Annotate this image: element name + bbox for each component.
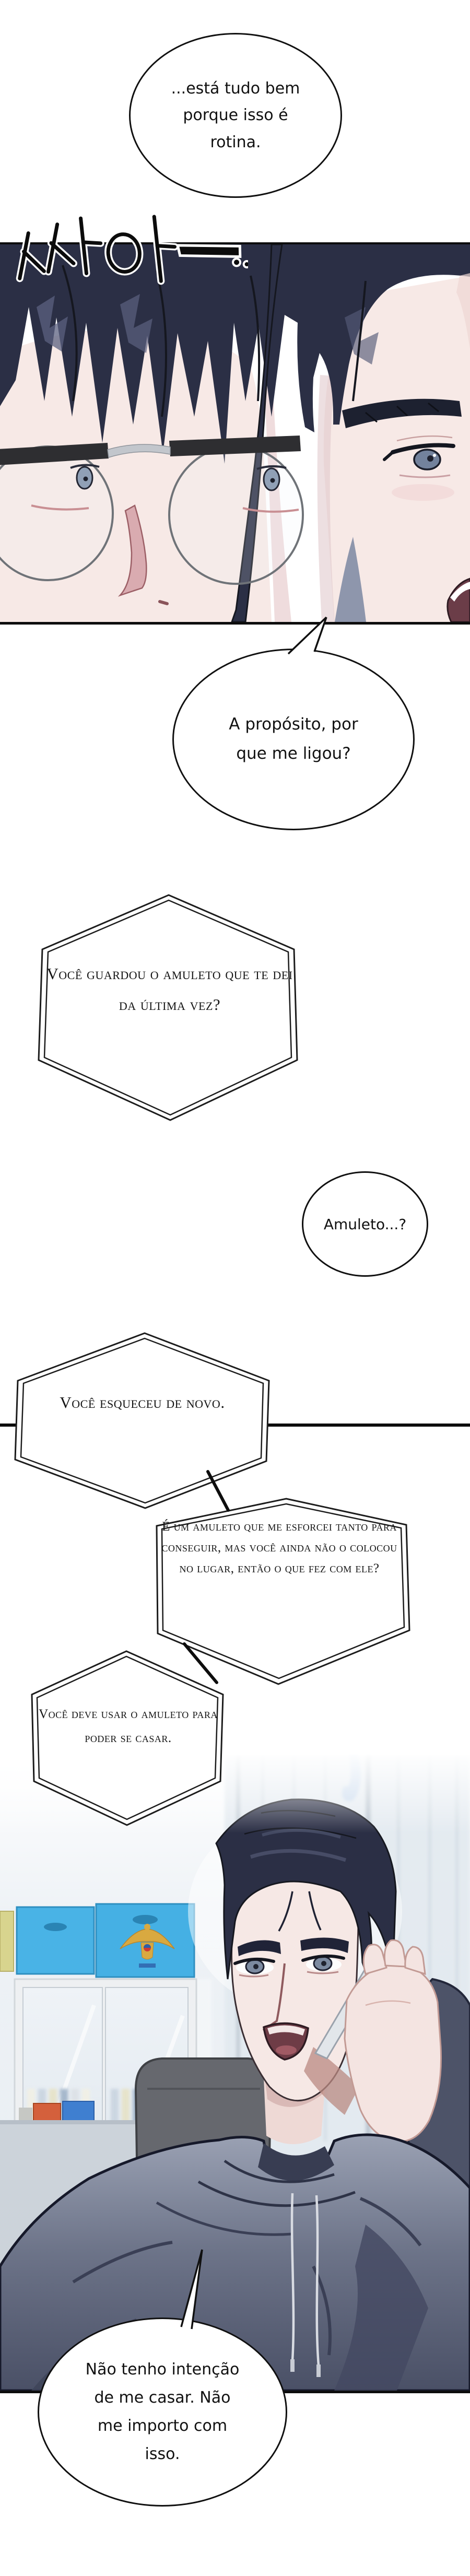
hex1-line: Você guardou o: [46, 964, 159, 983]
hex-bubble-esforcei: [156, 1498, 410, 1685]
drawstring: [290, 2193, 295, 2361]
hex4-text: Você deve usar o amuleto para poder se c…: [36, 1702, 221, 1750]
hex3-line: ainda não o colocou no: [179, 1540, 397, 1575]
speech-bubble-proposito: A propósito, por que me ligou?: [172, 649, 415, 830]
bubble4-tail: [180, 2249, 203, 2330]
hex4-line: Você deve usar: [39, 1707, 127, 1721]
hex-bubble-esqueceu: [14, 1332, 270, 1509]
hair: [0, 244, 470, 464]
speech-bubble-amuleto: Amuleto...?: [302, 1171, 428, 1277]
bubble2-line: A propósito, por: [229, 715, 358, 734]
hex3-line: É um amuleto: [162, 1520, 241, 1534]
bubble4-line: isso.: [145, 2445, 180, 2463]
hex1-text: Você guardou o amuleto que te dei da últ…: [44, 959, 295, 1020]
bubble2-tail: [287, 616, 327, 655]
bubble1-line: ...está tudo bem: [171, 79, 300, 98]
hex2-line: de novo.: [166, 1393, 225, 1411]
hex-link-slash: [183, 1642, 218, 1684]
hex-link-slash: [206, 1470, 230, 1512]
bubble4-line: me importo com: [97, 2417, 228, 2435]
panel-closeup-faces: [0, 242, 470, 625]
bubble3-line: Amuleto...?: [323, 1215, 407, 1233]
sfx-korean: 싸아—..: [3, 208, 251, 302]
bubble4-line: Não tenho intenção: [85, 2360, 240, 2379]
bubble1-line: rotina.: [210, 133, 261, 151]
hex4-line: o amuleto para: [131, 1707, 218, 1721]
sfx-strokes: [16, 213, 251, 285]
hex1-line: amuleto que te dei da: [119, 964, 293, 1014]
hex3-line: com ele?: [330, 1561, 380, 1575]
right-eyebrow: [300, 1937, 349, 1953]
hex3-line: que me esforcei tanto: [244, 1520, 368, 1534]
bubble2-line: que me ligou?: [236, 744, 351, 763]
hex4-line: poder se casar.: [85, 1731, 172, 1745]
left-eyebrow: [238, 1940, 281, 1956]
speech-bubble-rotina: ...está tudo bem porque isso é rotina.: [129, 33, 342, 198]
hex2-line: Você esqueceu: [60, 1393, 162, 1411]
police-emblem-icon: [120, 1924, 175, 1968]
drawstring: [315, 2195, 320, 2366]
hex2-text: Você esqueceu de novo.: [21, 1390, 264, 1415]
closeup-illustration: [0, 243, 470, 623]
speech-bubble-nao-casar: Não tenho intenção de me casar. Não me i…: [38, 2318, 287, 2507]
hex-bubble-guardou: [38, 894, 298, 1121]
hex3-line: para conseguir, mas você: [161, 1520, 397, 1555]
hex3-text: É um amuleto que me esforcei tanto para …: [159, 1516, 400, 1579]
hex1-line: última vez?: [140, 995, 221, 1014]
hex-bubble-casar: [31, 1650, 224, 1826]
bubble1-line: porque isso é: [183, 106, 288, 125]
jaw-shadow: [304, 2047, 359, 2115]
hex3-line: lugar, então o que fez: [197, 1561, 326, 1575]
bubble4-line: de me casar. Não: [94, 2389, 231, 2407]
storage-boxes: [0, 1903, 195, 1978]
